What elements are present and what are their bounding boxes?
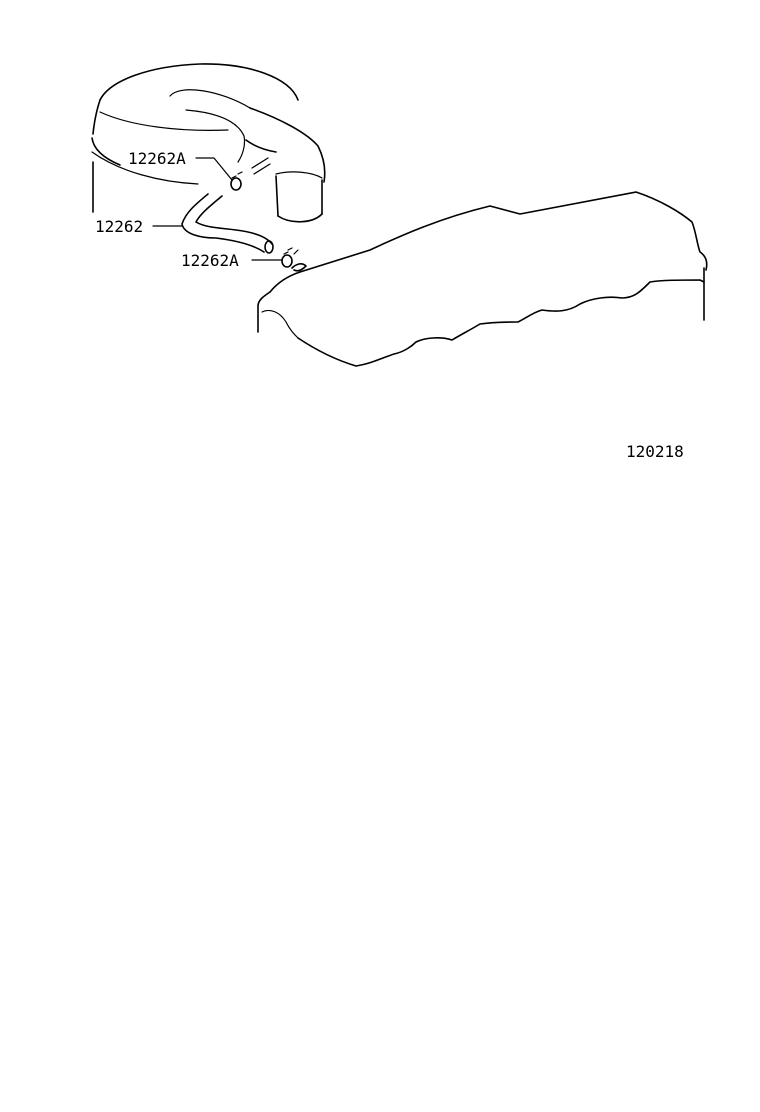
leader-lines: [152, 157, 283, 261]
hose-part: [181, 193, 274, 254]
label-hose: 12262: [95, 217, 143, 236]
air-cleaner-housing: [91, 63, 326, 223]
illustration-number: 120218: [626, 442, 684, 461]
label-clamp-upper: 12262A: [128, 149, 186, 168]
label-clamp-lower: 12262A: [181, 251, 239, 270]
cylinder-head-cover: [257, 191, 708, 367]
clamp-upper: [230, 171, 243, 191]
clamp-lower: [281, 247, 307, 272]
